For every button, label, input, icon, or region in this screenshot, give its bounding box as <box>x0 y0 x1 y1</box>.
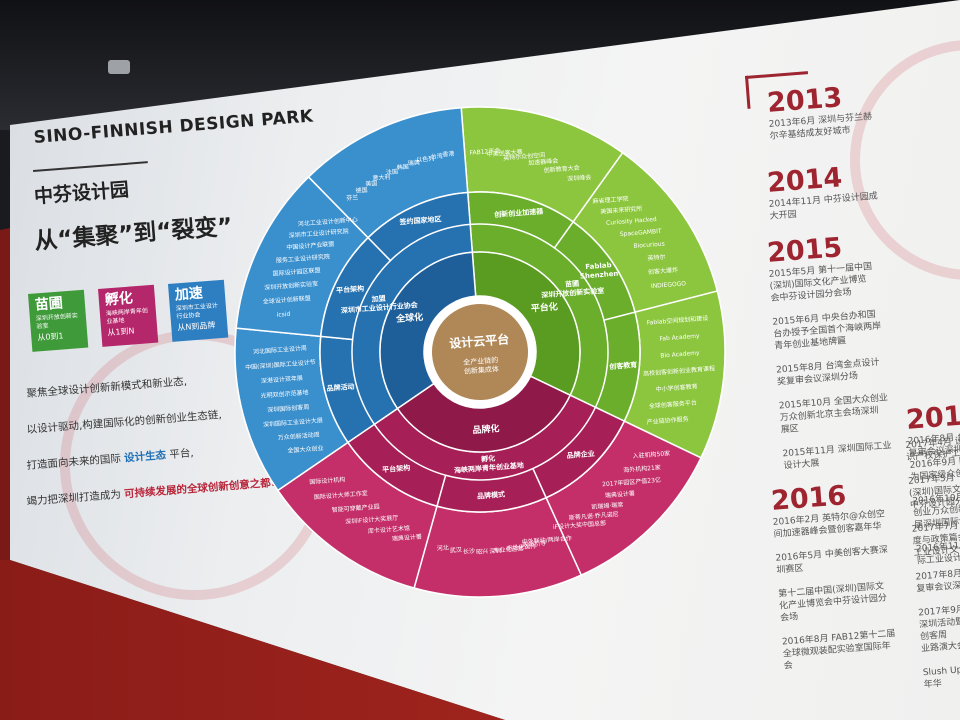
green-top-item: FAB12年会 <box>469 146 500 156</box>
blue-mid-item: icsid <box>276 311 290 319</box>
green-low-item: Fab Academy <box>659 333 700 343</box>
red-mid-item: 专业化运营 <box>493 544 524 554</box>
mid-label-brand: 品牌化 <box>472 422 500 436</box>
outer-title-green-top: 创新创业加速器 <box>493 206 545 219</box>
outer-title-blue-top: 签约国家地区 <box>398 214 442 226</box>
red-mid-item: 河北 <box>436 544 449 553</box>
blue-mid-item: 国际设计园区联盟 <box>272 266 320 278</box>
green-mid-item: Biocurious <box>633 241 665 250</box>
red-right-item: 入驻机构50家 <box>632 449 670 460</box>
blue-top-item: 以色列 <box>416 154 435 163</box>
center-disc <box>432 304 528 400</box>
outer-title-red-left: 平台架构 <box>382 463 411 474</box>
blue-mid-subsector <box>366 191 471 262</box>
red-right-item: 瑞典设计署 <box>605 489 636 499</box>
timeline-year: 201 <box>905 400 960 436</box>
outer-title-red-right: 品牌企业 <box>566 449 595 460</box>
blue-mid-item: 全球设计创新联盟 <box>263 294 311 306</box>
green-mid-item: 麻省理工学院 <box>592 195 629 206</box>
blue-low-item: 深港设计双年展 <box>261 374 304 385</box>
sector-title-red: 孵化 <box>481 454 496 464</box>
center-subtitle: 全产业链的 <box>463 355 499 367</box>
green-top-item: 英特尔众创空间 <box>503 151 546 162</box>
blue-low-item: 光明双创示范基地 <box>260 388 308 400</box>
outer-title-red-mid: 品牌模式 <box>477 490 506 501</box>
red-mid-item: 长沙 <box>463 547 476 556</box>
blue-top-item: 瑞典 <box>408 158 421 167</box>
sector-title-green: 苗圃 <box>565 279 580 289</box>
blue-top-item: 韩国 <box>396 163 409 172</box>
red-right-item: 斯蒂凡诺·乔凡诺尼 <box>569 510 619 522</box>
green-top-item: 创新教育大会 <box>543 164 580 175</box>
green-low-item: Bio Academy <box>660 350 700 360</box>
red-left-item: 国际设计机构 <box>309 475 346 486</box>
red-right-item: 海外机构21家 <box>623 463 661 474</box>
blue-top-item: 香港 <box>442 150 455 159</box>
blue-mid-item: 中国设计产业联盟 <box>286 240 334 252</box>
red-right-item: 凯瑞姆·瑞席 <box>591 501 623 511</box>
outer-title-blue-low: 品牌活动 <box>326 382 355 393</box>
red-mid-item: 政府引导 <box>522 539 547 549</box>
red-mid-item: 武汉 <box>450 546 463 555</box>
green-mid-item: 美国未来研究所 <box>600 204 643 215</box>
blue-top-item: 法国 <box>386 167 399 176</box>
green-top-item: 深圳峰会 <box>567 173 592 183</box>
blue-top-item: 台湾 <box>430 152 443 161</box>
outer-title-blue-mid: 平台架构 <box>336 284 365 295</box>
mid-label-global: 全球化 <box>395 311 424 325</box>
blue-top-item: 美国 <box>365 179 378 188</box>
green-mid-item: 英特尔 <box>647 253 666 262</box>
green-low-item: 产业链协作服务 <box>646 415 689 426</box>
timeline-text: 2015年5月 第十一届中国(深圳)国际文化产业博览会中芬设计园分会场 2015… <box>768 261 892 472</box>
red-left-item: 库卡设计艺术馆 <box>368 524 411 535</box>
green-mid-item: Curiosity Hacked <box>606 216 657 227</box>
sector-title-blue: 加盟 <box>370 294 386 304</box>
red-mid-item: 市场化运作 <box>506 542 537 552</box>
red-mid-item: 中外联动/两岸合作 <box>522 534 572 546</box>
blue-low-item: 万众创新活动周 <box>277 431 320 442</box>
center-title: 设计云平台 <box>449 331 510 351</box>
green-top-item: 加速器峰会 <box>528 157 559 167</box>
green-low-item: 全球创客服务平台 <box>649 398 697 410</box>
blue-top-item: 芬兰 <box>346 193 359 202</box>
outer-title-green-low: 创客教育 <box>608 360 638 371</box>
ceiling-lamp <box>108 60 130 74</box>
green-low-item: 中小学创客教育 <box>655 382 698 393</box>
red-left-item: 智能可穿戴产业园 <box>331 502 379 514</box>
red-left-item: 瑞典设计署 <box>392 533 423 543</box>
green-mid-item: 创客大爆炸 <box>648 266 679 276</box>
mid-label-platform: 平台化 <box>530 300 558 314</box>
outer-title-green-mid: Fablab <box>585 261 612 271</box>
timeline-text: 2016年2月 英特尔@众创空间加速器峰会暨创客嘉年华 2016年5月 中美创客… <box>772 509 896 672</box>
green-top-item: 中美创客大赛 <box>486 148 523 159</box>
blue-low-item: 深圳国际创客周 <box>267 403 310 414</box>
green-mid-item: INDIEGOGO <box>651 280 687 290</box>
blue-top-item: 意大利 <box>372 173 391 182</box>
green-mid-item: SpaceGAMBIT <box>620 228 663 238</box>
outer-title-green-mid: Shenzhen <box>580 270 619 281</box>
center-subtitle: 创新集成体 <box>464 364 500 376</box>
blue-top-item: 德国 <box>355 186 368 195</box>
blue-low-item: 全国大众创业 <box>287 444 324 455</box>
red-mid-item: 深圳 <box>489 546 502 555</box>
red-mid-item: 昭兴 <box>476 547 489 556</box>
